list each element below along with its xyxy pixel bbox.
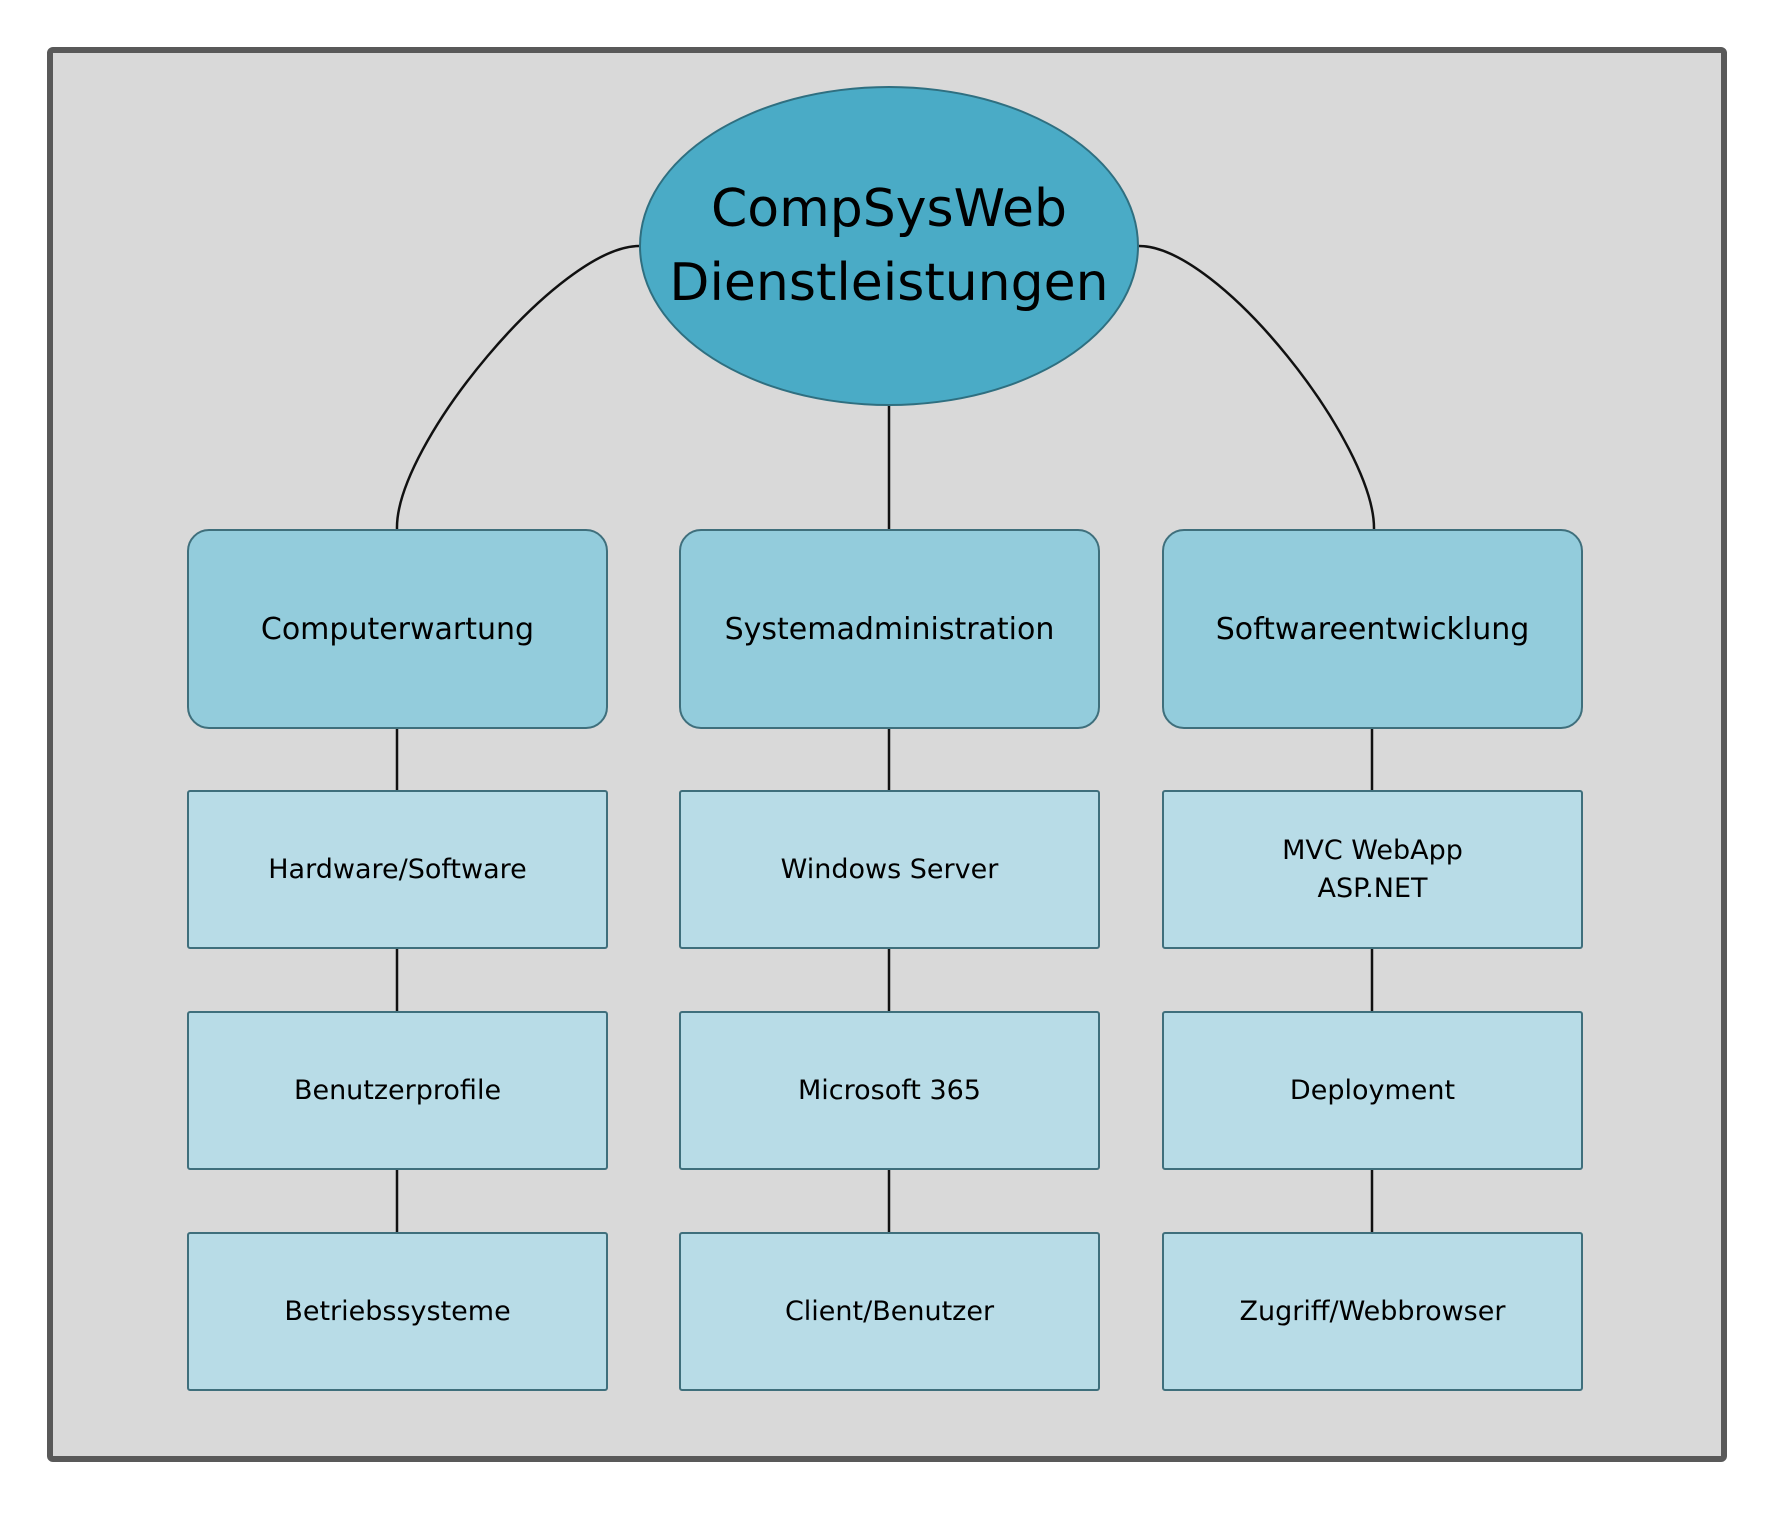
root-node: CompSysWeb Dienstleistungen [639, 86, 1139, 406]
leaf-label: Betriebssysteme [284, 1295, 511, 1327]
leaf-label: Client/Benutzer [784, 1295, 995, 1327]
category-label: Computerwartung [260, 611, 535, 647]
leaf-node: Windows Server [679, 790, 1100, 949]
connector-root-to-computerwartung [395, 244, 640, 530]
leaf-node: MVC WebApp ASP.NET [1162, 790, 1583, 949]
leaf-node: Hardware/Software [187, 790, 608, 949]
root-title-line2: Dienstleistungen [669, 253, 1109, 313]
category-label: Systemadministration [724, 611, 1055, 647]
leaf-label: Deployment [1289, 1074, 1456, 1106]
leaf-node: Client/Benutzer [679, 1232, 1100, 1391]
root-title-line1: CompSysWeb [710, 179, 1068, 239]
leaf-label: Benutzerprofile [293, 1074, 502, 1106]
leaf-label: Windows Server [780, 853, 999, 885]
leaf-node: Deployment [1162, 1011, 1583, 1170]
leaf-label-line2: ASP.NET [1317, 872, 1428, 904]
category-softwareentwicklung: Softwareentwicklung [1162, 529, 1583, 729]
connector-root-to-softwareentwicklung [1138, 244, 1376, 530]
leaf-label: Hardware/Software [268, 853, 527, 885]
leaf-node: Benutzerprofile [187, 1011, 608, 1170]
category-systemadministration: Systemadministration [679, 529, 1100, 729]
category-label: Softwareentwicklung [1215, 611, 1530, 647]
leaf-label: Microsoft 365 [798, 1074, 981, 1106]
leaf-node: Zugriff/Webbrowser [1162, 1232, 1583, 1391]
leaf-label-line1: MVC WebApp [1282, 834, 1463, 866]
leaf-node: Microsoft 365 [679, 1011, 1100, 1170]
leaf-label: Zugriff/Webbrowser [1239, 1295, 1506, 1327]
leaf-node: Betriebssysteme [187, 1232, 608, 1391]
category-computerwartung: Computerwartung [187, 529, 608, 729]
